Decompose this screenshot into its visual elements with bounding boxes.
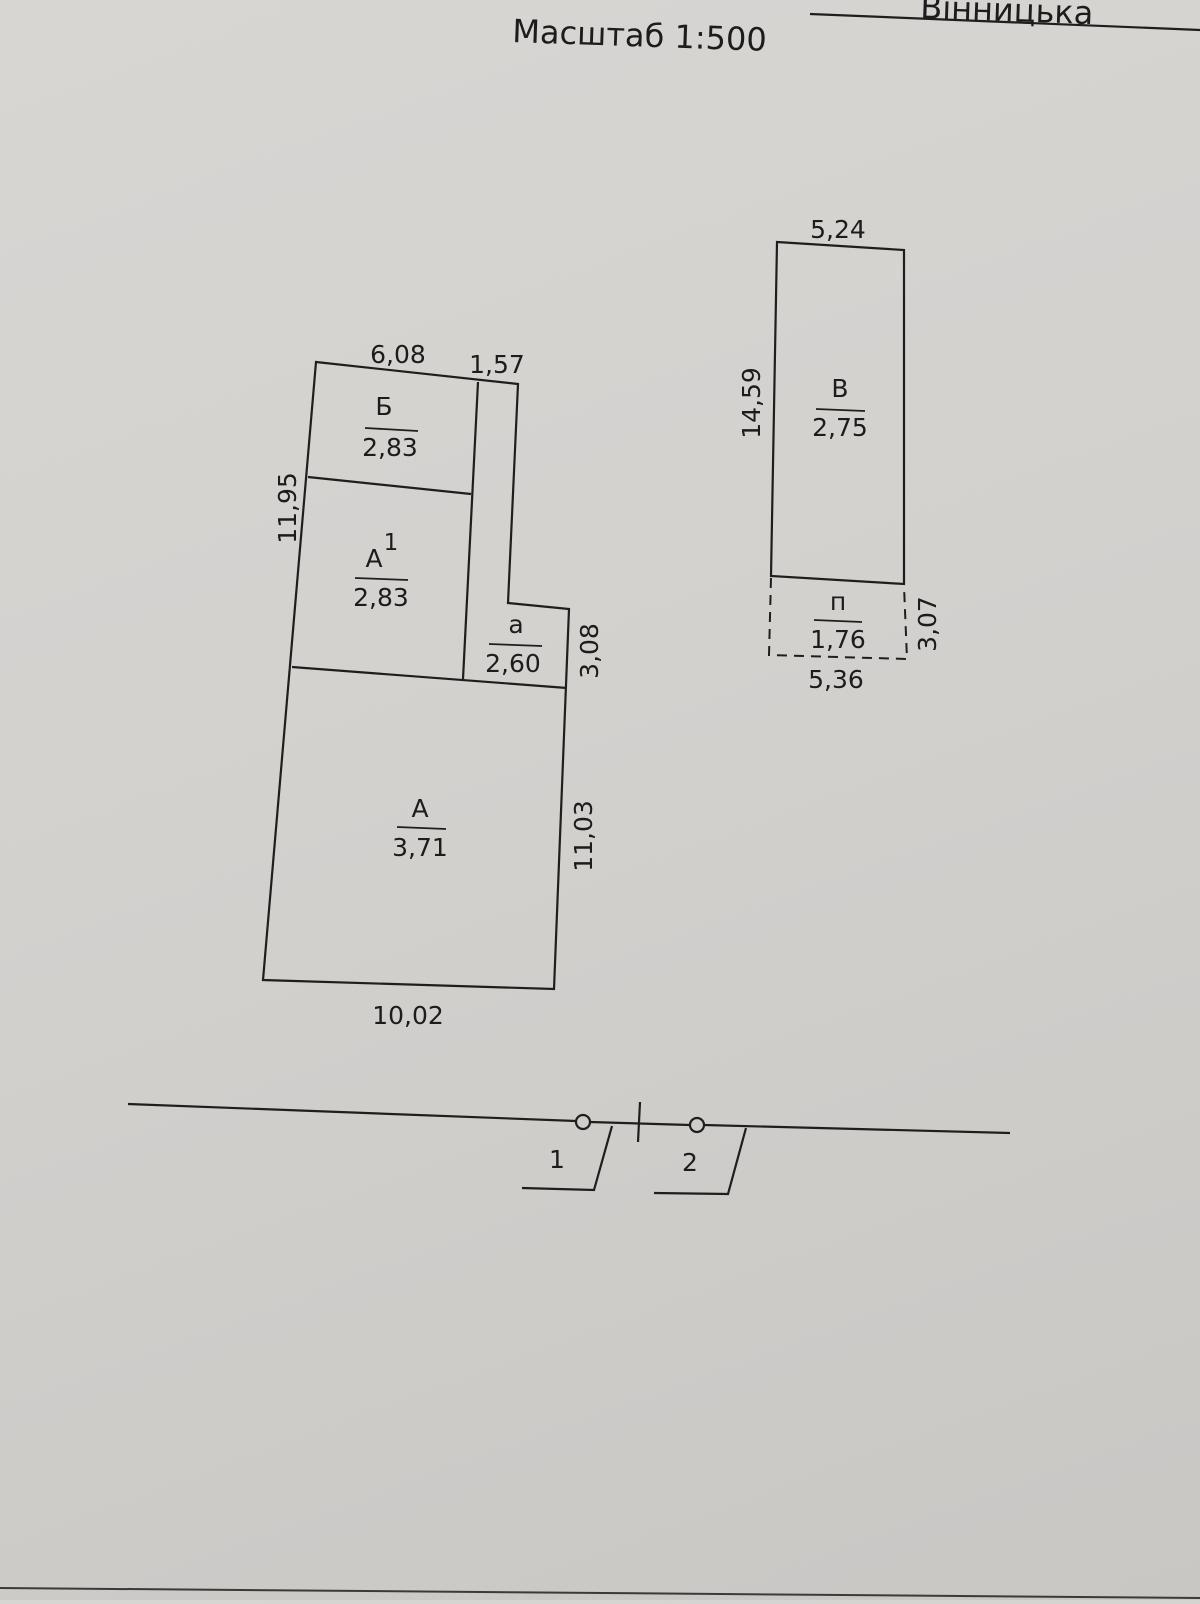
building-left-outline — [261, 360, 571, 991]
dim-bottom: 10,02 — [372, 1001, 444, 1030]
room-a-value: 3,71 — [392, 833, 448, 862]
gate-1-leaf — [521, 1125, 614, 1192]
room-a-small-value: 2,60 — [485, 649, 541, 678]
dim-right-porch: 3,07 — [913, 596, 942, 652]
gate-2-number: 2 — [682, 1148, 698, 1177]
sheet-bottom-edge — [0, 1587, 1200, 1599]
room-p-value: 1,76 — [810, 625, 866, 654]
room-p-fraction-line — [813, 619, 863, 623]
room-a-small-letter: а — [508, 610, 523, 639]
room-a-small-fraction-line — [488, 643, 543, 647]
gate-2-leaf — [653, 1127, 748, 1196]
dim-right-small: 3,08 — [575, 623, 604, 679]
room-a1-value: 2,83 — [353, 583, 409, 612]
room-a1-letter: А — [365, 544, 382, 573]
fence-divider-mark — [636, 1101, 642, 1143]
room-a-letter: А — [411, 794, 428, 823]
building-right: В 2,75 п 1,76 5,24 14,59 3,07 5,36 — [737, 215, 942, 694]
gate-2-post — [688, 1116, 706, 1134]
header-underline — [809, 12, 1200, 32]
scale-label: Масштаб 1:500 — [512, 12, 768, 59]
room-b-value: 2,83 — [362, 433, 418, 462]
room-p-letter: п — [830, 587, 846, 616]
room-v-fraction-line — [815, 408, 866, 412]
building-right-outline — [769, 240, 906, 586]
gate-1-number: 1 — [549, 1145, 565, 1174]
dim-right-main: 11,03 — [569, 800, 598, 872]
fence-line-right — [703, 1123, 1011, 1135]
room-v-value: 2,75 — [812, 413, 868, 442]
fence-line-left — [127, 1102, 577, 1123]
room-divider-b-a1 — [307, 475, 472, 496]
room-a1-fraction-line — [354, 577, 409, 581]
dim-right-top: 5,24 — [810, 215, 866, 244]
room-v-letter: В — [831, 374, 848, 403]
room-b-fraction-line — [364, 427, 419, 432]
fence-line-group: 1 2 — [127, 1101, 1011, 1196]
dim-right-bottom: 5,36 — [808, 665, 864, 694]
dim-top-strip: 1,57 — [469, 350, 525, 379]
room-divider-a — [291, 665, 568, 690]
gate-1-post — [574, 1113, 592, 1131]
strip-divider-line — [461, 381, 480, 680]
building-left: Б 2,83 А 1 2,83 а 2,60 А 3,71 6,08 1,57 … — [261, 340, 604, 1030]
dim-top-main: 6,08 — [370, 340, 426, 369]
dim-left: 11,95 — [273, 472, 302, 544]
porch-dashed-outline — [767, 577, 909, 661]
room-b-letter: Б — [375, 392, 392, 421]
room-a1-superscript: 1 — [384, 530, 399, 556]
dim-right-left: 14,59 — [737, 367, 766, 439]
region-name: Вінницька — [920, 0, 1094, 32]
room-a-fraction-line — [396, 826, 447, 830]
